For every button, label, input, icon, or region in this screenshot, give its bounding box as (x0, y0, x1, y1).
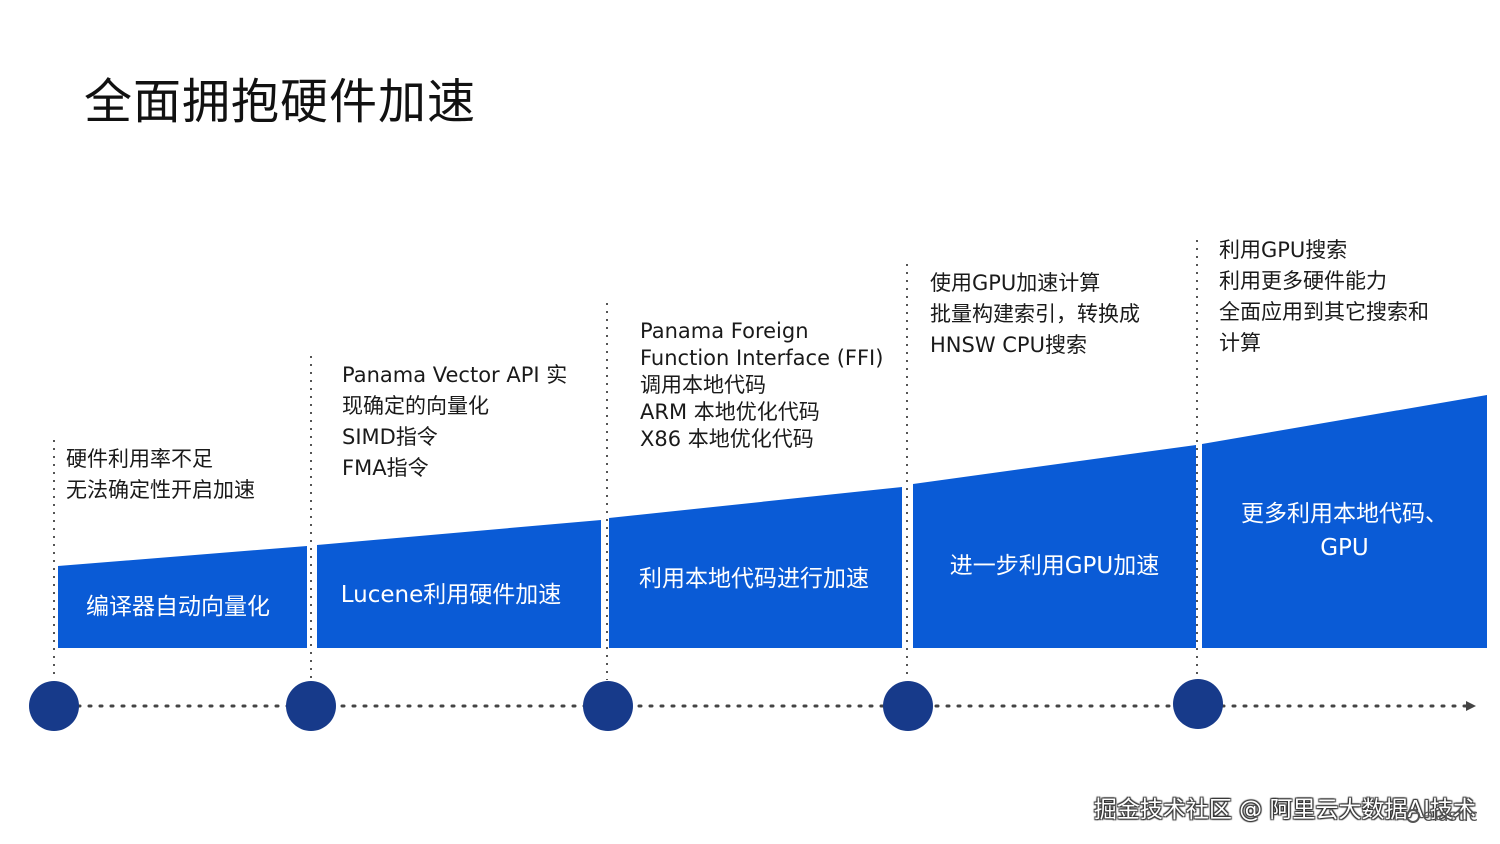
desc-line: 无法确定性开启加速 (66, 478, 255, 502)
desc-line: 全面应用到其它搜索和 (1219, 300, 1429, 324)
stage-1-description: 硬件利用率不足 无法确定性开启加速 (66, 444, 255, 506)
milestone-dot-1 (29, 681, 79, 731)
stage-2-label: Lucene利用硬件加速 (340, 582, 562, 608)
desc-line: SIMD指令 (342, 425, 438, 449)
stage-5-label-line: 更多利用本地代码、 (1241, 501, 1448, 527)
desc-line: Function Interface (FFI) (640, 346, 884, 370)
milestone-dot-2 (286, 681, 336, 731)
desc-line: 利用更多硬件能力 (1219, 269, 1387, 293)
stage-5-label-line: GPU (1320, 535, 1369, 561)
desc-line: X86 本地优化代码 (640, 427, 814, 451)
brand-logo: elastic (1405, 806, 1478, 826)
brand-text: elastic (1422, 806, 1478, 826)
stage-4-description: 使用GPU加速计算 批量构建索引，转换成 HNSW CPU搜索 (930, 268, 1140, 361)
desc-line: ARM 本地优化代码 (640, 400, 820, 424)
desc-line: 硬件利用率不足 (66, 447, 213, 471)
stage-5-label: 更多利用本地代码、 GPU (1202, 497, 1487, 565)
desc-line: FMA指令 (342, 456, 429, 480)
desc-line: 现确定的向量化 (342, 394, 489, 418)
desc-line: 调用本地代码 (640, 373, 766, 397)
milestone-dot-3 (583, 681, 633, 731)
desc-line: 利用GPU搜索 (1219, 238, 1348, 262)
stage-5-description: 利用GPU搜索 利用更多硬件能力 全面应用到其它搜索和 计算 (1219, 235, 1429, 359)
milestone-dot-4 (883, 681, 933, 731)
page-title: 全面拥抱硬件加速 (84, 74, 477, 130)
timeline-arrow-icon (1466, 701, 1476, 711)
stage-band-3 (609, 487, 902, 648)
elastic-logo-icon (1405, 809, 1420, 823)
stage-3-label: 利用本地代码进行加速 (639, 566, 869, 592)
milestone-dot-5 (1173, 679, 1223, 729)
desc-line: Panama Foreign (640, 319, 809, 343)
stage-3-description: Panama Foreign Function Interface (FFI) … (640, 318, 883, 453)
stage-band-2 (317, 520, 601, 648)
desc-line: 计算 (1219, 331, 1261, 355)
stage-4-label: 进一步利用GPU加速 (949, 553, 1160, 579)
desc-line: 批量构建索引，转换成 (930, 302, 1140, 326)
desc-line: 使用GPU加速计算 (930, 271, 1101, 295)
stage-band-5 (1202, 395, 1487, 648)
desc-line: HNSW CPU搜索 (930, 333, 1087, 357)
stage-band-4 (913, 445, 1196, 648)
desc-line: Panama Vector API 实 (342, 363, 568, 387)
stage-2-description: Panama Vector API 实 现确定的向量化 SIMD指令 FMA指令 (342, 360, 567, 484)
stage-band-1 (58, 546, 307, 648)
stage-1-label: 编译器自动向量化 (86, 594, 270, 620)
